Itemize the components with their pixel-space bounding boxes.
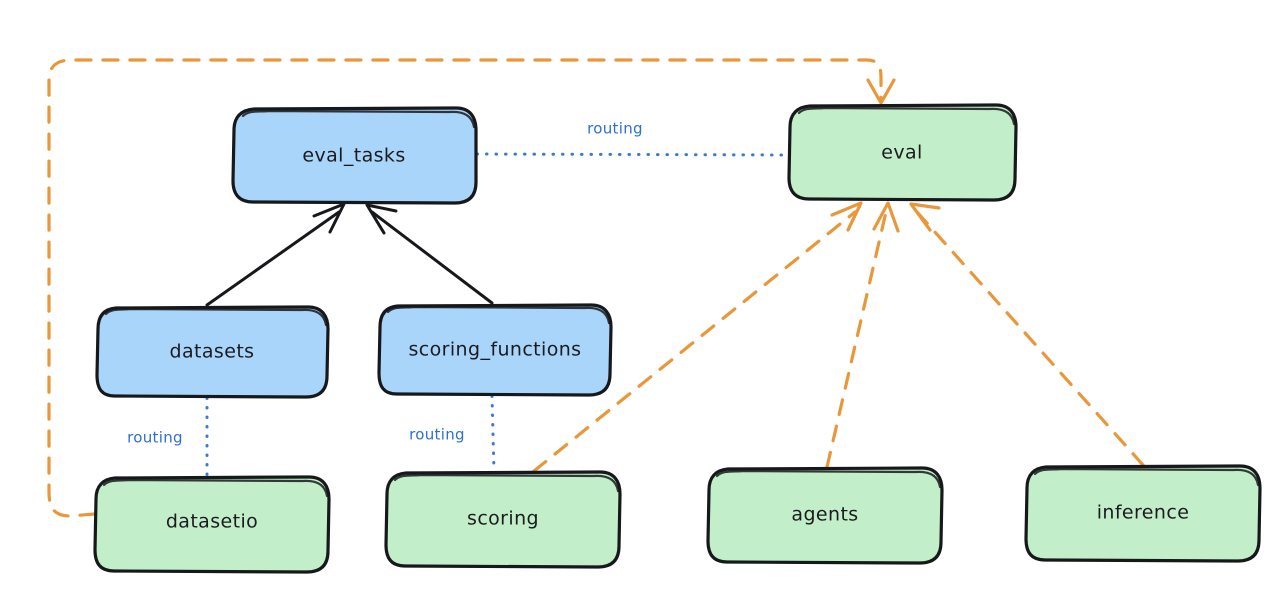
node-label-agents: agents <box>791 504 858 526</box>
edge-scoring-functions-scoring <box>490 394 496 473</box>
node-datasets[interactable]: datasets <box>95 305 330 399</box>
edge-label-routing-scoring-functions: routing <box>409 426 465 444</box>
edge-agents-eval <box>825 201 900 469</box>
node-label-datasets: datasets <box>170 341 255 363</box>
edge-label-routing-eval-tasks: routing <box>587 120 643 138</box>
node-scoring-functions[interactable]: scoring_functions <box>377 303 613 397</box>
edge-datasets-eval-tasks <box>205 202 346 307</box>
node-label-datasetio: datasetio <box>166 511 258 533</box>
node-scoring[interactable]: scoring <box>384 470 622 569</box>
edge-scoring-eval <box>532 201 863 473</box>
node-label-scoring-functions: scoring_functions <box>409 339 582 361</box>
edge-inference-eval <box>909 202 1145 467</box>
edge-label-routing-datasets: routing <box>127 429 183 447</box>
node-agents[interactable]: agents <box>706 466 944 565</box>
node-label-eval: eval <box>881 142 922 164</box>
node-inference[interactable]: inference <box>1024 464 1262 563</box>
edge-scoring-functions-eval-tasks <box>365 203 494 305</box>
node-label-eval-tasks: eval_tasks <box>302 145 405 167</box>
node-eval[interactable]: eval <box>787 103 1018 202</box>
node-label-inference: inference <box>1097 502 1190 524</box>
edge-datasetio-eval <box>47 58 896 518</box>
edge-eval-tasks-eval <box>475 152 790 157</box>
node-eval-tasks[interactable]: eval_tasks <box>231 106 478 205</box>
node-datasetio[interactable]: datasetio <box>93 475 331 574</box>
node-label-scoring: scoring <box>467 508 539 530</box>
